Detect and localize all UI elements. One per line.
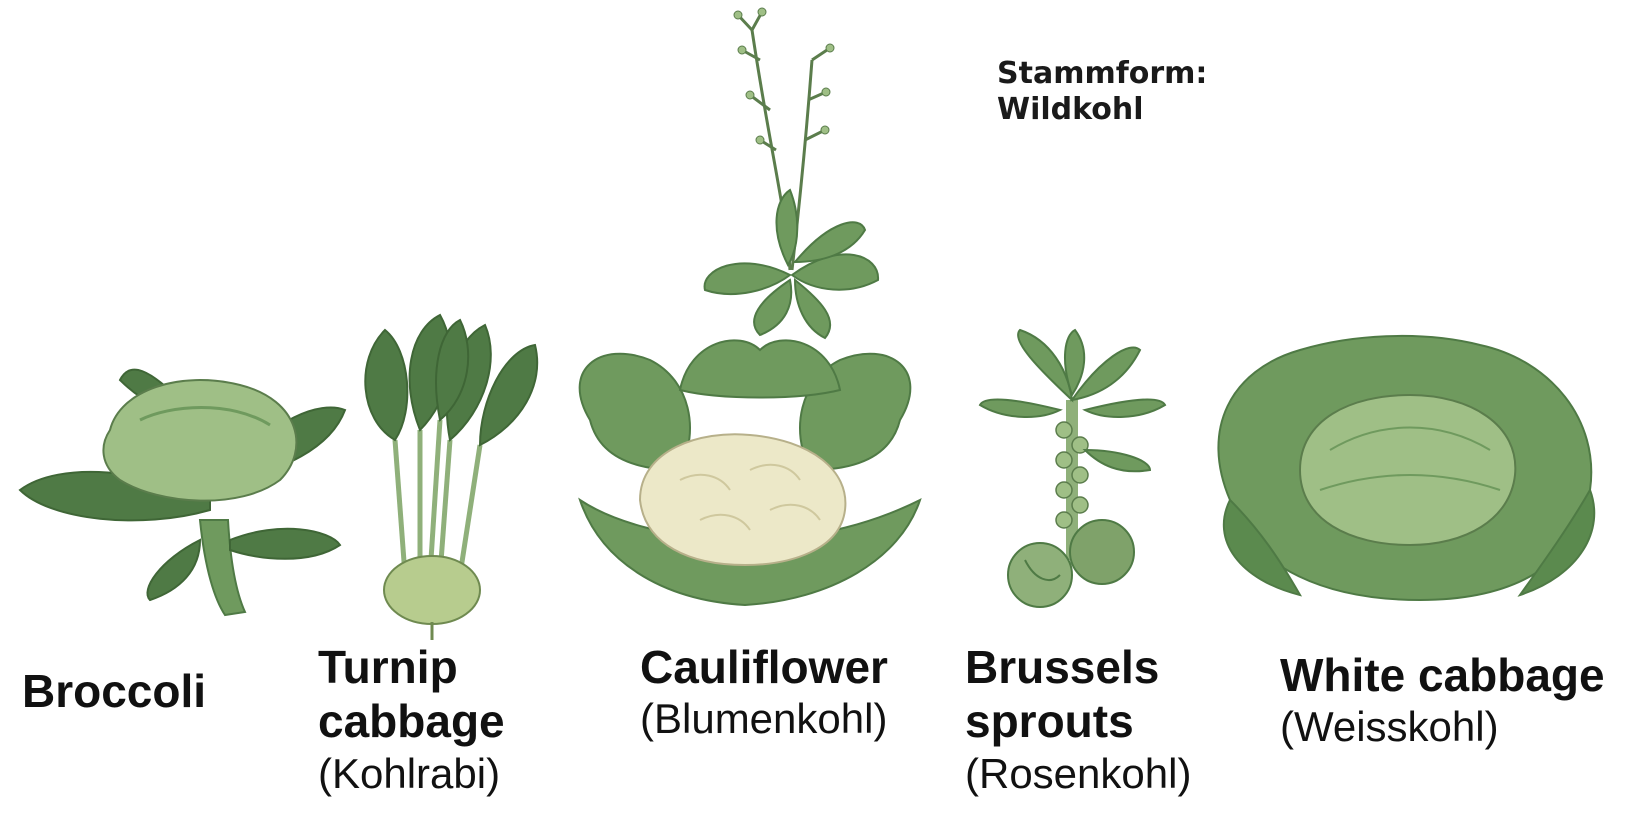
white-cabbage-subtitle: (Weisskohl) (1280, 702, 1605, 752)
brussels-sprouts-subtitle: (Rosenkohl) (965, 749, 1191, 799)
white-cabbage-name: White cabbage (1280, 648, 1605, 702)
kohlrabi-plant (365, 315, 537, 640)
white-cabbage-label: White cabbage (Weisskohl) (1280, 648, 1605, 752)
brussels-sprouts-name-line2: sprouts (965, 694, 1191, 748)
cauliflower-label: Cauliflower (Blumenkohl) (640, 640, 888, 744)
brussels-sprouts-name-line1: Brussels (965, 640, 1191, 694)
wild-form-label: Stammform: Wildkohl (997, 56, 1207, 128)
broccoli-plant (20, 370, 345, 615)
cauliflower-name: Cauliflower (640, 640, 888, 694)
wild-form-name: Wildkohl (997, 92, 1207, 128)
broccoli-label: Broccoli (22, 664, 206, 718)
brussels-sprouts-label: Brussels sprouts (Rosenkohl) (965, 640, 1191, 798)
cauliflower-subtitle: (Blumenkohl) (640, 694, 888, 744)
kohlrabi-label: Turnip cabbage (Kohlrabi) (318, 640, 505, 798)
wild-cabbage-plant (705, 8, 878, 338)
broccoli-name: Broccoli (22, 664, 206, 718)
white-cabbage-plant (1218, 336, 1594, 600)
kohlrabi-name-line1: Turnip (318, 640, 505, 694)
cauliflower-plant (580, 340, 920, 605)
kohlrabi-name-line2: cabbage (318, 694, 505, 748)
wild-form-heading: Stammform: (997, 56, 1207, 92)
brussels-sprouts-plant (980, 330, 1165, 607)
kohlrabi-subtitle: (Kohlrabi) (318, 749, 505, 799)
